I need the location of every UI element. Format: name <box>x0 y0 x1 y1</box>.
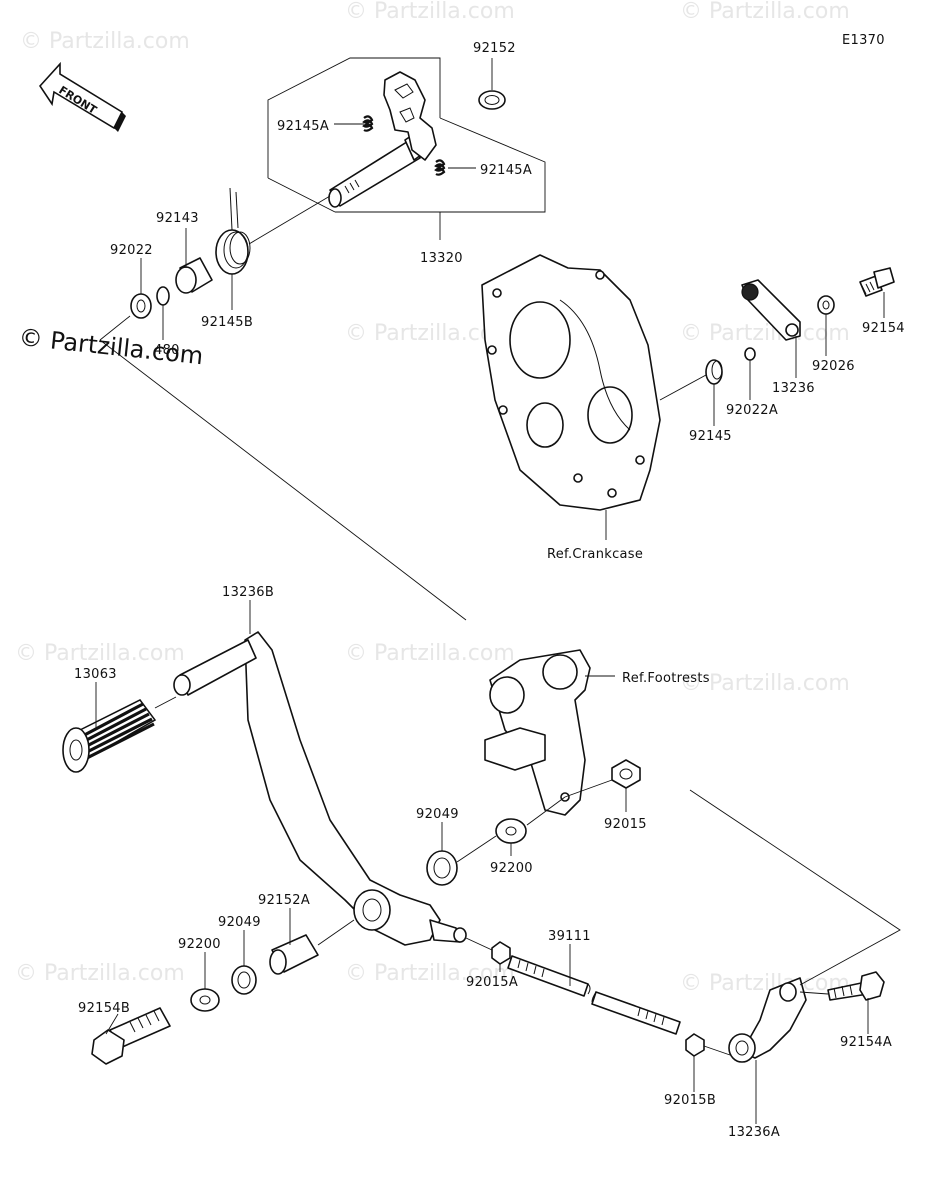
washer-92200-upper <box>495 818 527 844</box>
axis-line <box>99 315 131 341</box>
crankcase-cover <box>481 254 661 511</box>
label-92015B: 92015B <box>664 1093 716 1108</box>
seal-92049-upper <box>426 850 458 886</box>
label-92022A: 92022A <box>726 403 778 418</box>
label-480: 480 <box>154 343 180 358</box>
watermark: © Partzilla.com <box>20 29 190 54</box>
alignment-line <box>689 789 901 986</box>
lever-13236A <box>728 977 807 1063</box>
tie-rod-39111 <box>507 955 681 1035</box>
bolt-92154B <box>91 1007 171 1065</box>
watermark: © Partzilla.com <box>680 0 850 24</box>
label-92145B: 92145B <box>201 315 253 330</box>
axis-line <box>154 696 177 709</box>
watermark: © Partzilla.com <box>15 961 185 986</box>
circlip-480 <box>156 286 170 306</box>
washer-92022A <box>744 347 756 361</box>
seal-92049-lower <box>231 965 257 995</box>
shift-pedal-13236B <box>173 631 467 946</box>
nut-92015 <box>564 759 641 798</box>
label-92022: 92022 <box>110 243 153 258</box>
callout-labels: 92152 92145A 92145A 13320 92143 92022 48… <box>74 41 905 1140</box>
label-92200-lower: 92200 <box>178 937 221 952</box>
label-13236A: 13236A <box>728 1125 780 1140</box>
washer-92026 <box>817 295 835 315</box>
watermark: © Partzilla.com <box>680 671 850 696</box>
watermark: © Partzilla.com <box>15 641 185 666</box>
assembly-bracket-13320 <box>267 57 546 240</box>
watermark: © Partzilla.com <box>345 641 515 666</box>
label-13320: 13320 <box>420 251 463 266</box>
lever-13236 <box>741 279 801 341</box>
label-92145A-left: 92145A <box>277 119 329 134</box>
label-13236B: 13236B <box>222 585 274 600</box>
washer-92022 <box>130 293 152 319</box>
label-92049-upper: 92049 <box>416 807 459 822</box>
label-92154B: 92154B <box>78 1001 130 1016</box>
pedal-rubber-13063 <box>62 699 157 773</box>
label-92145: 92145 <box>689 429 732 444</box>
label-92145A-right: 92145A <box>480 163 532 178</box>
label-13236: 13236 <box>772 381 815 396</box>
alignment-line <box>99 339 467 621</box>
watermark: © Partzilla.com <box>345 961 515 986</box>
axis-line <box>456 835 497 863</box>
nut-92015B <box>685 1033 731 1057</box>
spring-92145A-right <box>434 159 446 176</box>
label-39111: 39111 <box>548 929 591 944</box>
axis-line <box>317 919 355 946</box>
footrest-bracket <box>484 649 591 816</box>
watermark: © Partzilla.com <box>345 0 515 24</box>
label-92026: 92026 <box>812 359 855 374</box>
spring-92145A-left <box>362 115 374 132</box>
axis-line <box>526 796 566 826</box>
shift-arm-plate <box>383 71 437 161</box>
label-92015: 92015 <box>604 817 647 832</box>
spring-92145 <box>659 359 723 401</box>
label-92015A: 92015A <box>466 975 518 990</box>
bolt-92154 <box>859 267 895 297</box>
watermark: © Partzilla.com <box>680 321 850 346</box>
watermark: © Partzilla.com <box>680 971 850 996</box>
label-92200-upper: 92200 <box>490 861 533 876</box>
washer-92200-lower <box>190 988 220 1012</box>
oil-seal-92152 <box>478 90 506 110</box>
label-92154: 92154 <box>862 321 905 336</box>
label-ref-footrests: Ref.Footrests <box>622 671 710 686</box>
label-92152A: 92152A <box>258 893 310 908</box>
label-13063: 13063 <box>74 667 117 682</box>
label-92152: 92152 <box>473 41 516 56</box>
nut-92015A <box>465 937 511 965</box>
collar-92143 <box>175 257 213 294</box>
label-92154A: 92154A <box>840 1035 892 1050</box>
diagram-code: E1370 <box>842 33 885 48</box>
label-92143: 92143 <box>156 211 199 226</box>
bolt-92154A <box>799 971 885 1001</box>
collar-92152A <box>269 934 319 975</box>
label-ref-crankcase: Ref.Crankcase <box>547 547 643 562</box>
front-arrow-icon: FRONT <box>38 61 126 132</box>
axis-line <box>248 195 331 245</box>
leader-lines <box>95 58 885 1124</box>
return-spring-92145B <box>215 187 251 275</box>
label-92049-lower: 92049 <box>218 915 261 930</box>
